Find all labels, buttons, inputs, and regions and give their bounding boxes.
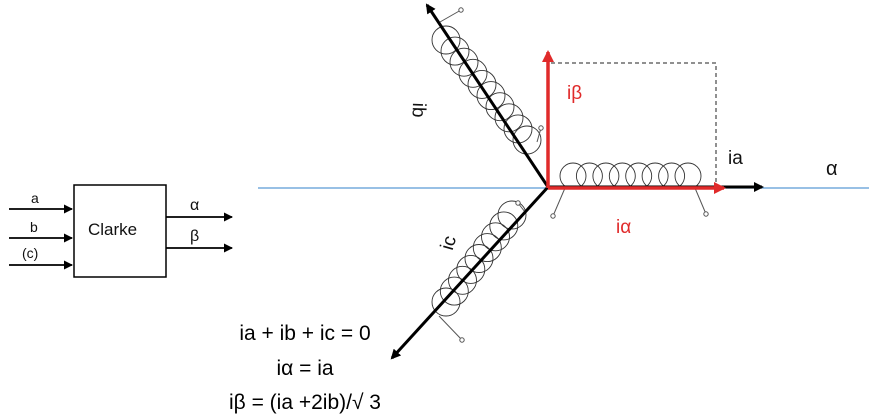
ic-vector — [390, 185, 550, 360]
coil-turn — [458, 58, 488, 88]
coil-turn — [439, 276, 469, 306]
ia-label: ia — [728, 148, 743, 169]
coil-terminal-lead — [552, 187, 566, 217]
coil-turn — [674, 162, 702, 190]
coil-turn — [456, 254, 486, 284]
coil-turn — [658, 162, 686, 190]
coil-turn — [431, 287, 461, 317]
coil-terminal — [459, 337, 465, 343]
coil-turn — [440, 36, 470, 66]
coil-turn — [592, 162, 620, 190]
clarke-block-label: Clarke — [88, 220, 138, 239]
coil-terminal — [703, 211, 709, 217]
equation-ibeta: iβ = (ia +2ib)/√ 3 — [228, 391, 381, 414]
coil-terminal-lead — [438, 315, 463, 341]
coil-turn — [559, 162, 587, 190]
coil-turn — [449, 47, 479, 77]
coil-turn — [481, 222, 510, 252]
phase-c-coil — [431, 200, 527, 343]
equation-sum: ia + ib + ic = 0 — [239, 322, 371, 345]
coil-terminal-lead — [694, 187, 707, 215]
coil-terminal — [550, 213, 556, 219]
output-beta-label: β — [190, 228, 200, 245]
coil-turn — [464, 244, 494, 273]
phase-a-coil — [550, 162, 709, 219]
projection-dashed-box — [551, 62, 717, 183]
coil-turn — [641, 162, 669, 190]
coil-turn — [494, 103, 524, 133]
coil-turn — [575, 162, 603, 190]
ialpha-label: iα — [616, 217, 632, 238]
coil-turn — [476, 81, 506, 111]
ib-vector — [425, 3, 550, 188]
coil-turn — [625, 162, 653, 190]
ibeta-label: iβ — [567, 83, 583, 104]
coil-turn — [608, 162, 636, 190]
clarke-block — [73, 184, 167, 278]
coil-turn — [485, 92, 515, 122]
coil-turn — [489, 211, 519, 241]
coil-terminal — [515, 200, 521, 206]
ib-label: ib — [407, 102, 429, 118]
coil-terminal-lead — [439, 9, 462, 23]
input-c-label: (c) — [22, 245, 39, 261]
coil-turn — [431, 25, 461, 55]
coil-turn — [472, 233, 502, 263]
coil-turn — [497, 200, 527, 230]
output-alpha-label: α — [190, 197, 200, 214]
alpha-axis-label: α — [826, 158, 838, 180]
coil-terminal — [538, 125, 544, 131]
phase-b-coil — [431, 7, 544, 155]
coil-turn — [448, 265, 477, 295]
coil-terminal — [458, 7, 464, 13]
input-a-label: a — [31, 190, 39, 206]
input-b-label: b — [30, 219, 38, 235]
equation-ialpha: iα = ia — [276, 357, 334, 380]
coil-turn — [467, 69, 497, 99]
